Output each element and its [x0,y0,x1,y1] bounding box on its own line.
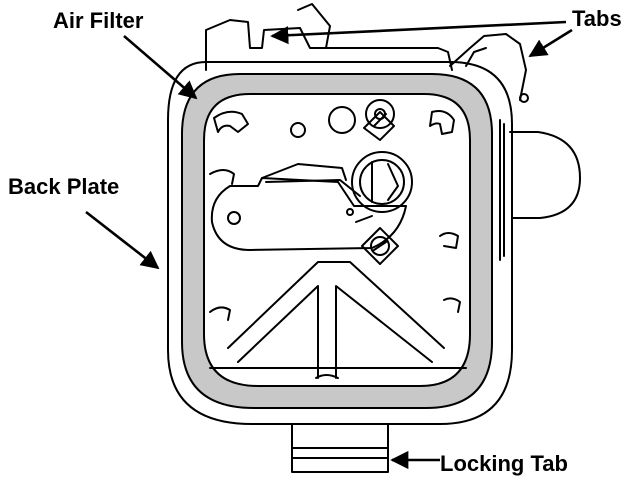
latch-arm [210,177,407,251]
tabs-arrow-right [528,28,573,58]
tabs-arrow-top [270,20,567,45]
tabs-label: Tabs [572,6,622,31]
back-plate-arrow [85,210,160,270]
v-rib [227,261,445,349]
back-plate-label: Back Plate [8,174,120,199]
top-tab-clip [297,3,331,49]
top-tab [205,19,453,71]
locking-tab-label: Locking Tab [440,451,568,476]
air-filter-label: Air Filter [53,8,144,33]
air-filter-arrow [123,35,198,100]
right-tab [449,33,527,101]
air-filter [181,73,493,409]
back-plate [167,61,513,425]
side-knob [509,131,581,219]
